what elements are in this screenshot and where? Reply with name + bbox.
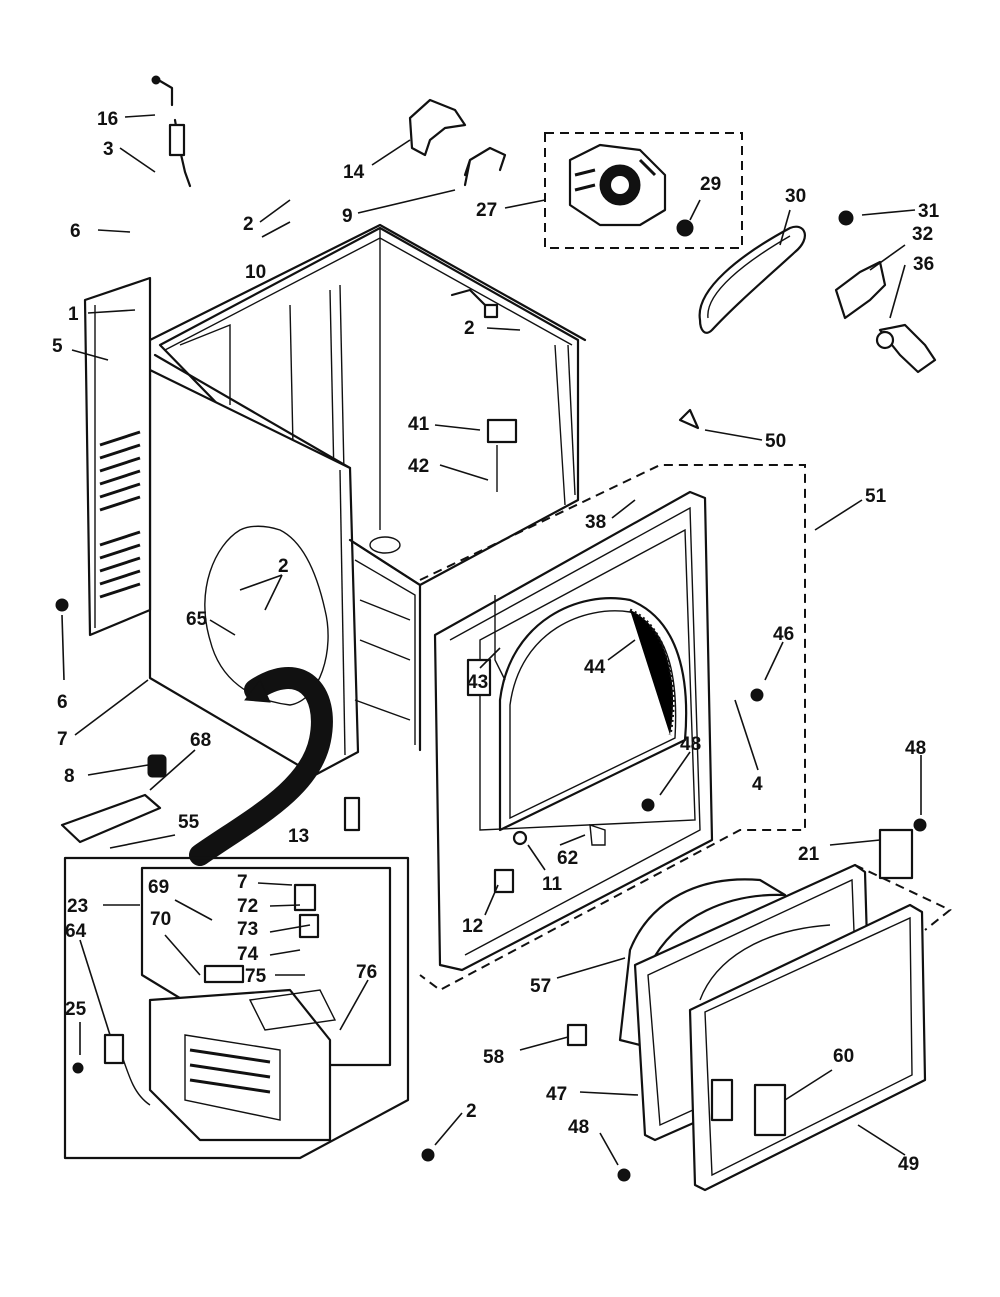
callout-label: 3 xyxy=(103,139,114,160)
callout-label: 57 xyxy=(530,976,551,997)
callout-label: 31 xyxy=(918,201,940,222)
callout-label: 1 xyxy=(68,304,79,325)
callout-label: 16 xyxy=(97,109,118,130)
callout-label: 2 xyxy=(278,556,289,577)
callout-label: 65 xyxy=(186,609,208,630)
callout-label: 36 xyxy=(913,254,934,275)
callout-label: 4 xyxy=(752,774,763,795)
callout-labels: 16 3 14 2 9 27 29 30 31 32 36 6 10 1 5 2… xyxy=(52,109,940,1175)
callout-label: 10 xyxy=(245,262,266,283)
callout-label: 43 xyxy=(467,672,488,693)
callout-label: 48 xyxy=(680,734,701,755)
callout-label: 48 xyxy=(905,738,926,759)
callout-label: 2 xyxy=(466,1101,477,1122)
exhaust-hose xyxy=(189,667,333,866)
callout-label: 12 xyxy=(462,916,483,937)
callout-label: 69 xyxy=(148,877,169,898)
callout-label: 2 xyxy=(464,318,475,339)
callout-label: 50 xyxy=(765,431,786,452)
callout-label: 72 xyxy=(237,896,258,917)
callout-label: 74 xyxy=(237,944,259,965)
console-outer-box xyxy=(63,856,410,1160)
callout-label: 68 xyxy=(190,730,211,751)
door-handle xyxy=(753,1083,787,1137)
leader-lines xyxy=(61,114,922,1166)
callout-label: 60 xyxy=(833,1046,854,1067)
rear-panel-vents xyxy=(99,430,141,599)
callout-label: 7 xyxy=(57,729,68,750)
console-assembly xyxy=(63,856,410,1160)
callout-label: 8 xyxy=(64,766,75,787)
front-panel xyxy=(433,490,714,972)
callout-label: 51 xyxy=(865,486,887,507)
callout-label: 14 xyxy=(343,162,365,183)
motor xyxy=(568,143,694,237)
callout-label: 11 xyxy=(542,874,563,895)
door-assembly xyxy=(566,828,952,1192)
callout-label: 32 xyxy=(912,224,933,245)
callout-label: 55 xyxy=(178,812,200,833)
callout-label: 9 xyxy=(342,206,353,227)
door-gasket xyxy=(618,878,787,1047)
door-strike xyxy=(566,1023,588,1047)
callout-label: 76 xyxy=(356,962,377,983)
door-outer-panel xyxy=(688,903,927,1192)
part-13 xyxy=(343,796,361,832)
console-inner-box xyxy=(140,866,392,1067)
callout-label: 46 xyxy=(773,624,794,645)
callout-label: 23 xyxy=(67,896,88,917)
callout-label: 49 xyxy=(898,1154,919,1175)
callout-label: 73 xyxy=(237,919,258,940)
callout-label: 5 xyxy=(52,336,63,357)
callout-label: 44 xyxy=(584,657,606,678)
callout-label: 41 xyxy=(408,414,430,435)
door-opening xyxy=(498,597,688,832)
callout-label: 25 xyxy=(65,999,87,1020)
callout-label: 58 xyxy=(483,1047,504,1068)
callout-label: 27 xyxy=(476,200,497,221)
callout-label: 42 xyxy=(408,456,429,477)
callout-label: 6 xyxy=(70,221,81,242)
callout-label: 38 xyxy=(585,512,606,533)
callout-label: 21 xyxy=(798,844,820,865)
drive-belt xyxy=(698,225,806,334)
callout-label: 70 xyxy=(150,909,171,930)
cabinet-assembly xyxy=(83,223,587,866)
door-hinge xyxy=(878,828,914,880)
callout-label: 30 xyxy=(785,186,806,207)
callout-label: 62 xyxy=(557,848,578,869)
callout-label: 29 xyxy=(700,174,721,195)
motor-dashed-box xyxy=(544,132,743,249)
small-parts xyxy=(55,75,937,1182)
callout-label: 47 xyxy=(546,1084,567,1105)
callout-label: 6 xyxy=(57,692,68,713)
front-panel-assembly xyxy=(419,464,806,992)
console-panel xyxy=(148,988,332,1142)
callout-label: 64 xyxy=(65,921,87,942)
callout-label: 13 xyxy=(288,826,309,847)
callout-label: 75 xyxy=(245,966,267,987)
callout-label: 48 xyxy=(568,1117,589,1138)
callout-label: 7 xyxy=(237,872,248,893)
callout-label: 2 xyxy=(243,214,254,235)
door-seal xyxy=(629,608,675,736)
